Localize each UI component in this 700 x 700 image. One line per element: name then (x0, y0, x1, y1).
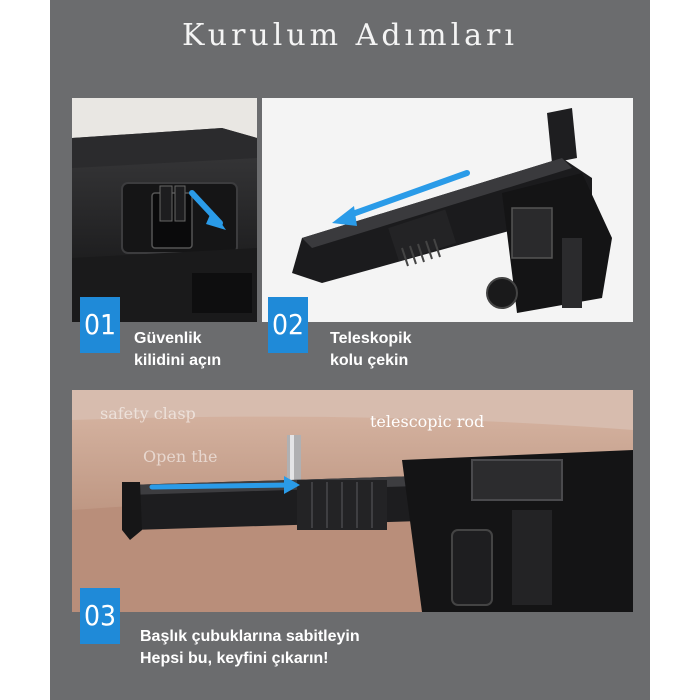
step-2-image (262, 98, 633, 322)
safety-lock-illustration (72, 98, 257, 322)
telescopic-arm-illustration (262, 98, 633, 322)
safety-clasp-label: safety clasp (100, 404, 196, 423)
step-1-caption: Güvenlik kilidini açın (134, 328, 221, 372)
step-2-caption-line-2: kolu çekin (330, 352, 409, 369)
page-title: Kurulum Adımları (182, 18, 518, 53)
step-2-number-badge: 02 (268, 297, 308, 353)
step-1-caption-line-2: kilidini açın (134, 352, 222, 369)
step-2-caption-line-1: Teleskopik (330, 330, 412, 347)
step-3-caption-line-2: Hepsi bu, keyfini çıkarın! (140, 650, 329, 667)
step-3-image (72, 390, 633, 612)
headrest-mount-illustration (72, 390, 633, 612)
step-3-caption-line-1: Başlık çubuklarına sabitleyin (140, 628, 360, 645)
step-3-caption: Başlık çubuklarına sabitleyin Hepsi bu, … (140, 626, 360, 670)
step-1-caption-line-1: Güvenlik (134, 330, 202, 347)
step-1-number-badge: 01 (80, 297, 120, 353)
step-3-number-badge: 03 (80, 588, 120, 644)
open-the-label: Open the (143, 447, 218, 466)
telescopic-rod-label: telescopic rod (370, 412, 485, 431)
step-1-image (72, 98, 257, 322)
step-2-caption: Teleskopik kolu çekin (330, 328, 412, 372)
